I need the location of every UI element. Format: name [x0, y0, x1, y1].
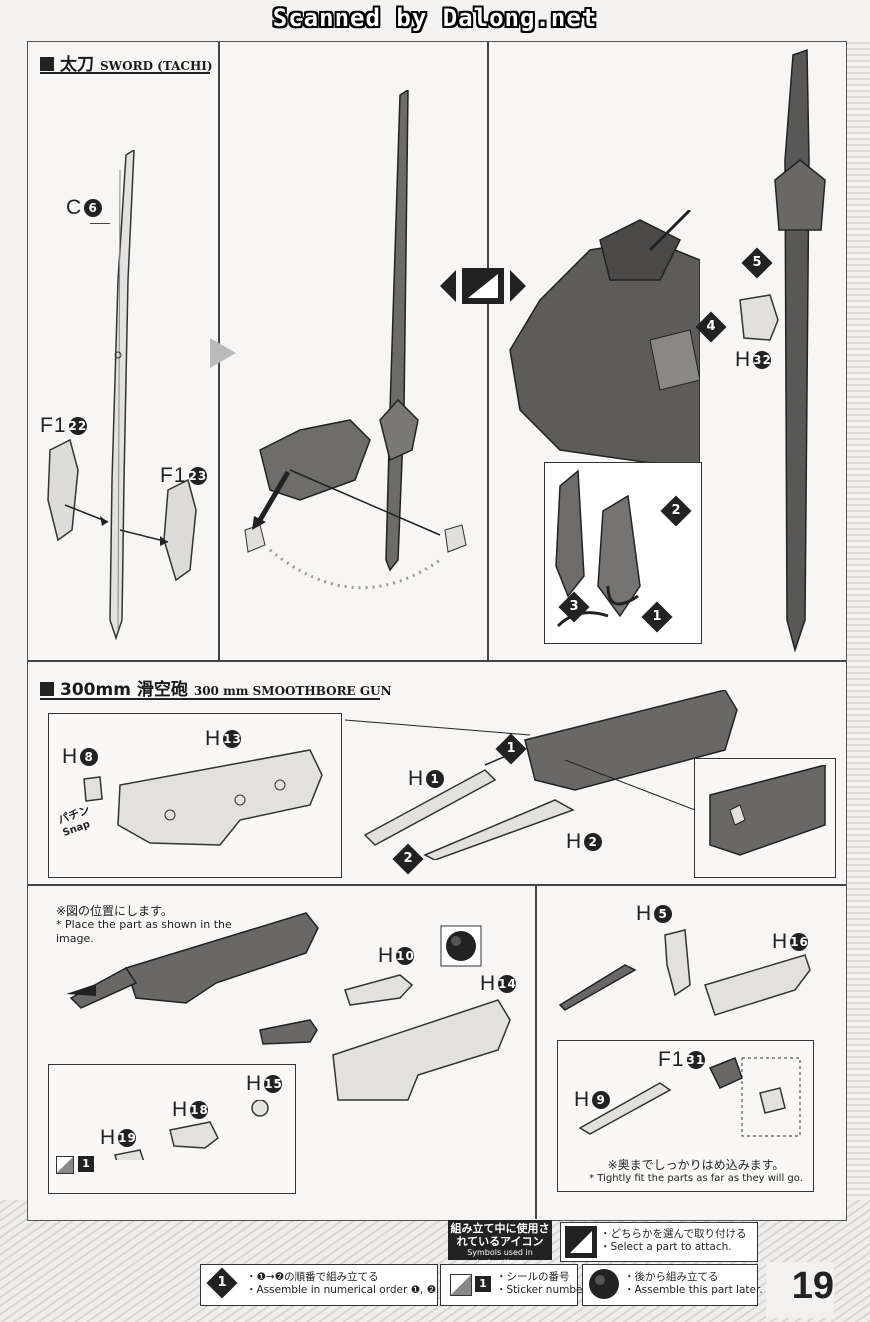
gun-detail-drawing: [709, 765, 826, 856]
long-sword-drawing: [774, 48, 826, 653]
sticker-number: 1: [78, 1156, 94, 1172]
mobile-suit-drawing: [509, 210, 700, 470]
step-5-icon: 5: [741, 247, 773, 279]
step-2-icon: 2: [660, 495, 692, 527]
sword-clip-detail-drawing: [555, 469, 641, 628]
divider-gun-rows: [27, 884, 846, 886]
gun-step-1-icon: 1: [495, 733, 527, 765]
sword-section-title: 太刀 SWORD (TACHI): [40, 50, 213, 75]
page-number: 19: [791, 1265, 834, 1307]
assemble-later-legend-icon: [589, 1269, 619, 1299]
gun-section-title: 300mm 滑空砲 300 mm SMOOTHBORE GUN: [40, 675, 392, 700]
sticker-legend-icon: [450, 1274, 472, 1296]
legend-sticker-text: ・シールの番号 ・Sticker number: [496, 1271, 587, 1296]
divider-sections: [27, 660, 846, 662]
legend-choose-text: ・どちらかを選んで取り付ける ・Select a part to attach.: [600, 1228, 747, 1253]
choose-icon: [565, 1226, 597, 1258]
order-step-icon: 1: [206, 1267, 238, 1299]
gun-frame-h13-drawing: [117, 749, 323, 846]
note-place-part: ※図の位置にします。 * Place the part as shown in …: [56, 904, 232, 945]
grip-assembly-drawing: [558, 929, 811, 1016]
legend-order: [200, 1264, 438, 1306]
part-h10-drawing: [344, 974, 414, 1006]
step-1-icon: 1: [641, 601, 673, 633]
note-fit-parts: ※奥までしっかりはめ込みます。 * Tightly fit the parts …: [589, 1158, 803, 1184]
page-edge-texture: [846, 40, 870, 1220]
sword-blade-c6-drawing: [47, 150, 197, 641]
sword-title-underline: [40, 72, 210, 74]
icons-legend-label: 組み立て中に使用されているアイコン Symbols used in instru…: [448, 1220, 552, 1267]
sticker-legend-number: 1: [475, 1276, 491, 1292]
next-panel-arrow-icon: [210, 338, 236, 368]
sword-assembly-drawing: [244, 90, 467, 590]
page-number-box: [766, 1262, 834, 1318]
c6-underline: [90, 223, 110, 224]
gun-step-2-icon: 2: [392, 843, 424, 875]
legend-order-text: ・❶→❷の順番で組み立てる ・Assemble in numerical ord…: [246, 1271, 447, 1296]
divider-sword-2: [487, 42, 489, 660]
step-4-icon: 4: [695, 311, 727, 343]
assemble-later-icon: [440, 925, 482, 967]
gun-sight-drawing: [259, 1019, 318, 1045]
gun-title-underline: [40, 698, 380, 700]
section-marker-icon: [40, 682, 54, 696]
choose-part-icon: [440, 268, 526, 304]
part-h32-drawing: [739, 294, 779, 341]
sight-parts-drawing: [114, 1100, 269, 1160]
legend-later-text: ・後から組み立てる ・Assemble this part later.: [624, 1271, 763, 1296]
gun-frame-assembly-drawing: [345, 690, 738, 860]
divider-gun-cols: [535, 885, 537, 1219]
scan-credit: Scanned by Dalong.net: [272, 4, 598, 32]
gun-barrel-assembly-drawing: [66, 912, 319, 1009]
grip-detail-drawing: [578, 1057, 801, 1137]
section-marker-icon: [40, 57, 54, 71]
sticker-icon: [56, 1156, 74, 1174]
part-h8-drawing: [83, 776, 103, 802]
part-h14-drawing: [332, 999, 511, 1101]
step-3-icon: 3: [558, 591, 590, 623]
